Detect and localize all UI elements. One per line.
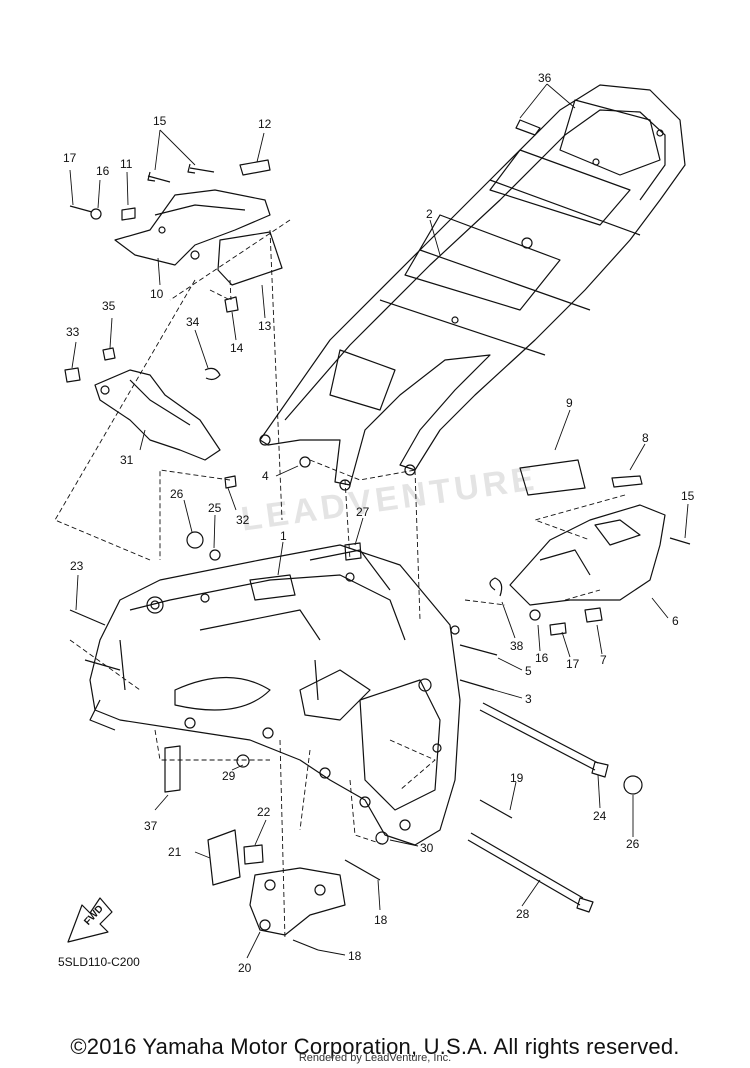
upper-bracket-left bbox=[114, 159, 283, 313]
callout-5: 5 bbox=[525, 664, 532, 678]
callout-13: 13 bbox=[258, 319, 272, 333]
callout-30: 30 bbox=[420, 841, 434, 855]
callout-34: 34 bbox=[186, 315, 200, 329]
lower-bracket-left bbox=[64, 347, 237, 489]
callout-29: 29 bbox=[222, 769, 236, 783]
callout-4: 4 bbox=[262, 469, 269, 483]
callout-18b: 18 bbox=[348, 949, 362, 963]
callout-10: 10 bbox=[150, 287, 164, 301]
callout-35: 35 bbox=[102, 299, 116, 313]
main-frame bbox=[84, 544, 461, 846]
callout-28: 28 bbox=[516, 907, 530, 921]
callout-24: 24 bbox=[593, 809, 607, 823]
callout-11: 11 bbox=[120, 157, 133, 171]
callout-2: 2 bbox=[426, 207, 433, 221]
callout-27: 27 bbox=[356, 505, 370, 519]
callout-16b: 16 bbox=[535, 651, 549, 665]
callout-38: 38 bbox=[510, 639, 524, 653]
side-cover-right bbox=[489, 459, 691, 636]
engine-mount bbox=[164, 745, 346, 936]
callout-15a: 15 bbox=[153, 114, 167, 128]
callout-14: 14 bbox=[230, 341, 244, 355]
callout-25: 25 bbox=[208, 501, 222, 515]
callout-17b: 17 bbox=[566, 657, 580, 671]
callout-36: 36 bbox=[538, 71, 552, 85]
callout-1: 1 bbox=[280, 529, 287, 543]
callout-3: 3 bbox=[525, 692, 532, 706]
callout-9: 9 bbox=[566, 396, 573, 410]
callout-23: 23 bbox=[70, 559, 84, 573]
callout-31: 31 bbox=[120, 453, 134, 467]
callout-21: 21 bbox=[168, 845, 182, 859]
rear-subframe bbox=[259, 84, 686, 491]
callout-26a: 26 bbox=[170, 487, 184, 501]
callout-15b: 15 bbox=[681, 489, 695, 503]
bolts-upper-left bbox=[69, 163, 215, 221]
fwd-arrow: FWD bbox=[67, 897, 113, 943]
diagram-code: 5SLD110-C200 bbox=[58, 955, 140, 969]
callout-32: 32 bbox=[236, 513, 250, 527]
fwd-arrow-label: FWD bbox=[82, 903, 105, 927]
callout-16a: 16 bbox=[96, 164, 110, 178]
callout-22: 22 bbox=[257, 805, 271, 819]
callout-20: 20 bbox=[238, 961, 252, 975]
callout-7: 7 bbox=[600, 653, 607, 667]
callout-33: 33 bbox=[66, 325, 80, 339]
long-bolts bbox=[69, 609, 643, 951]
rendered-by-notice: Rendered by LeadVenture, Inc. bbox=[298, 1052, 452, 1064]
frame-parts-diagram: FWD 1 2 3 4 5 6 7 8 9 10 11 12 13 14 15 … bbox=[54, 71, 695, 975]
copyright-notice: ©2016 Yamaha Motor Corporation, U.S.A. A… bbox=[70, 1034, 680, 1059]
callout-6: 6 bbox=[672, 614, 679, 628]
callout-labels: 1 2 3 4 5 6 7 8 9 10 11 12 13 14 15 15 1… bbox=[63, 71, 695, 975]
callout-37: 37 bbox=[144, 819, 158, 833]
alignment-lines bbox=[54, 219, 626, 941]
leader-lines bbox=[69, 83, 689, 959]
callout-8: 8 bbox=[642, 431, 649, 445]
callout-19: 19 bbox=[510, 771, 524, 785]
callout-18a: 18 bbox=[374, 913, 388, 927]
callout-12: 12 bbox=[258, 117, 272, 131]
callout-17a: 17 bbox=[63, 151, 77, 165]
callout-26b: 26 bbox=[626, 837, 640, 851]
